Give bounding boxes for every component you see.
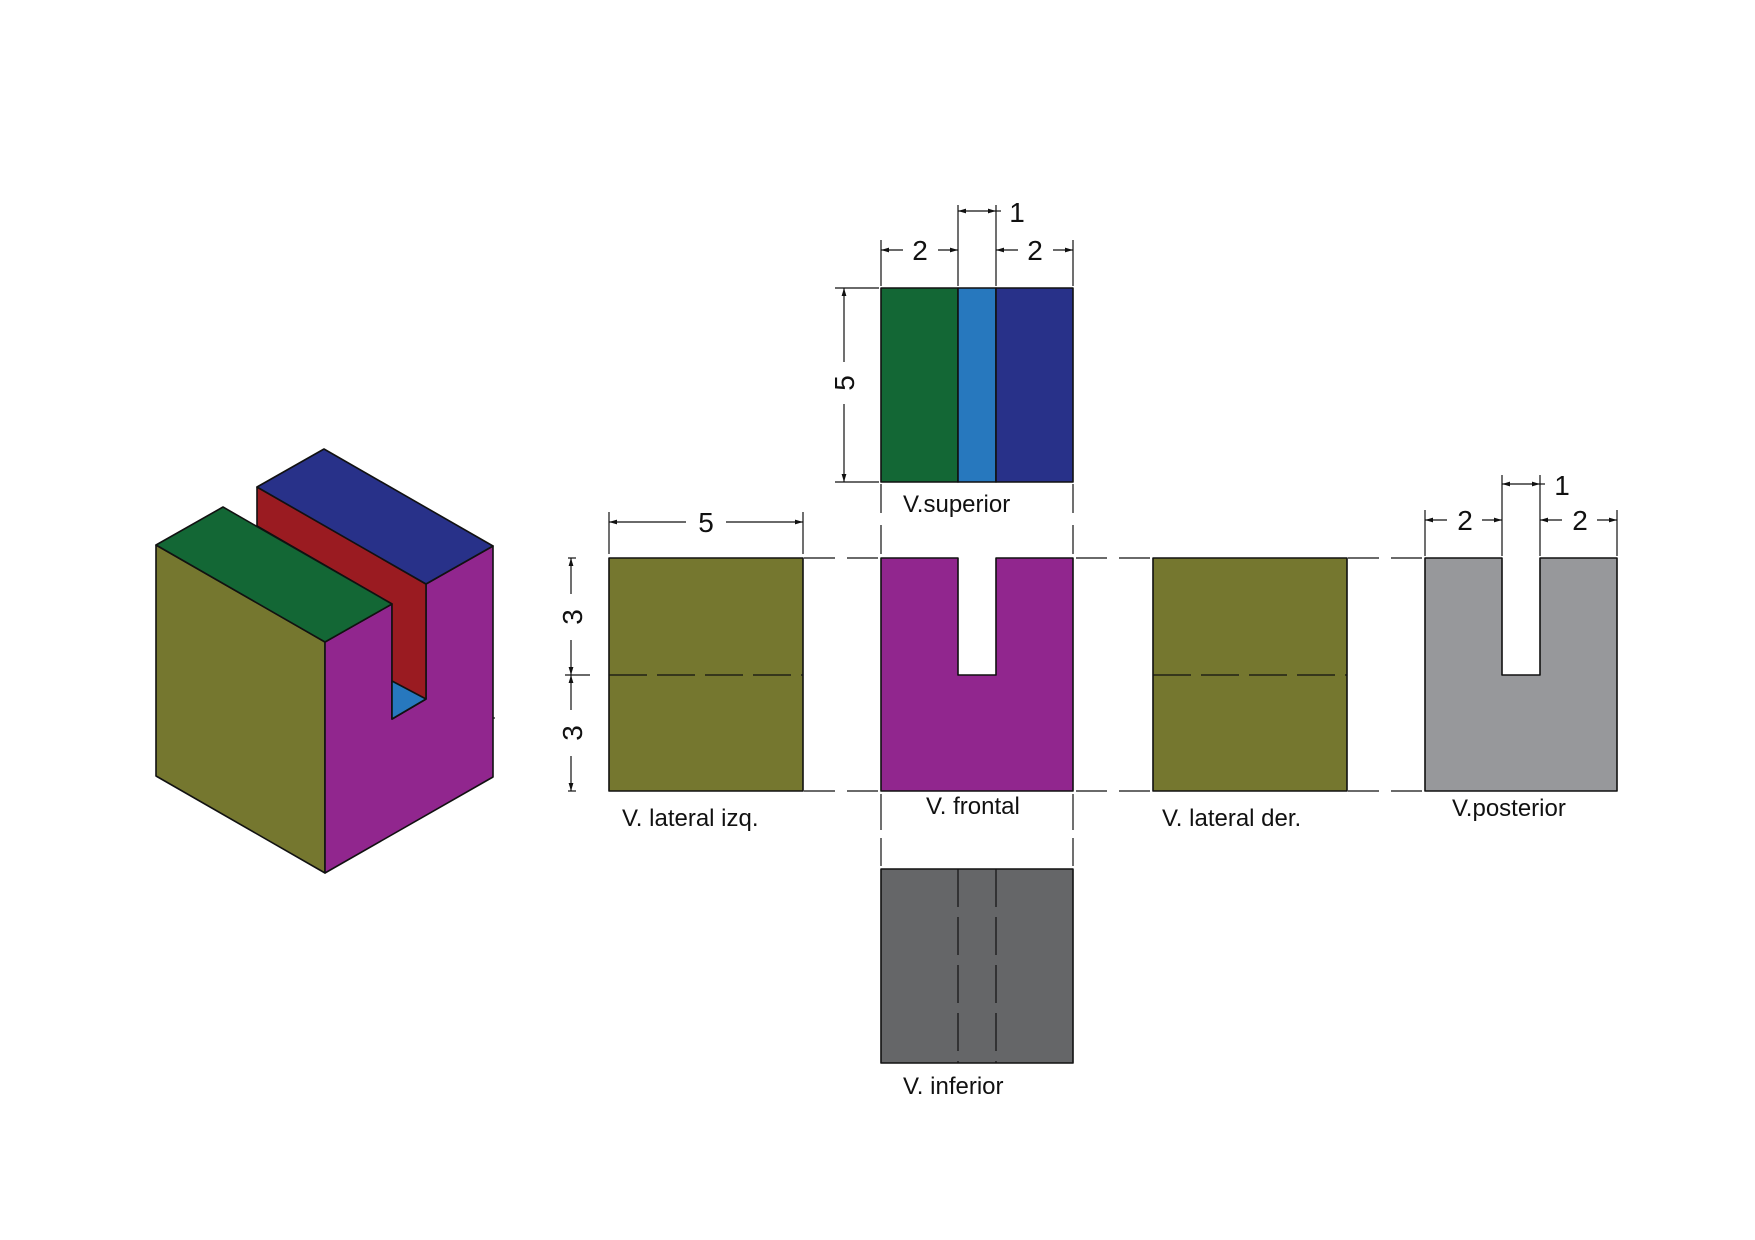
dim-height-upper: 3	[557, 609, 588, 625]
label-v-superior: V.superior	[903, 491, 1010, 518]
isometric-view	[155, 448, 495, 874]
projection-lines-horizontal	[568, 557, 1422, 792]
label-v-lateral-der: V. lateral der.	[1162, 805, 1301, 832]
rear-face	[1424, 557, 1618, 792]
dim-rear-right-width: 2	[1572, 505, 1588, 536]
front-face	[880, 557, 1074, 792]
dim-rear-slot-width: 1	[1554, 470, 1570, 501]
dim-top-left-width: 2	[912, 235, 928, 266]
right-side-view	[1152, 557, 1348, 792]
top-view-left-block	[880, 287, 959, 483]
dim-side-width: 5	[698, 507, 714, 538]
top-view-dimensions: 2 1 2 5	[829, 197, 1074, 483]
label-v-posterior: V.posterior	[1452, 795, 1566, 822]
left-side-dimensions: 5 3 3	[557, 507, 804, 791]
iso-top-right-face	[256, 448, 494, 585]
dim-height-lower: 3	[557, 725, 588, 741]
left-side-view	[608, 557, 804, 792]
bottom-view	[880, 868, 1074, 1064]
top-view-slot	[957, 287, 997, 483]
label-v-lateral-izq: V. lateral izq.	[622, 805, 759, 832]
dim-top-slot-width: 1	[1009, 197, 1025, 228]
rear-view-dimensions: 2 1 2	[1424, 470, 1618, 556]
label-v-inferior: V. inferior	[903, 1073, 1004, 1100]
bottom-face	[880, 868, 1074, 1064]
dim-top-depth: 5	[829, 375, 860, 391]
label-v-frontal: V. frontal	[926, 793, 1020, 820]
projection-lines-vertical	[880, 484, 1074, 866]
dim-rear-left-width: 2	[1457, 505, 1473, 536]
front-view	[880, 557, 1074, 792]
top-view-right-block	[995, 287, 1074, 483]
iso-slot-bottom	[391, 680, 427, 720]
iso-top-left-face	[155, 506, 393, 643]
dim-top-right-width: 2	[1027, 235, 1043, 266]
rear-view	[1424, 557, 1618, 792]
top-view	[880, 287, 1074, 483]
